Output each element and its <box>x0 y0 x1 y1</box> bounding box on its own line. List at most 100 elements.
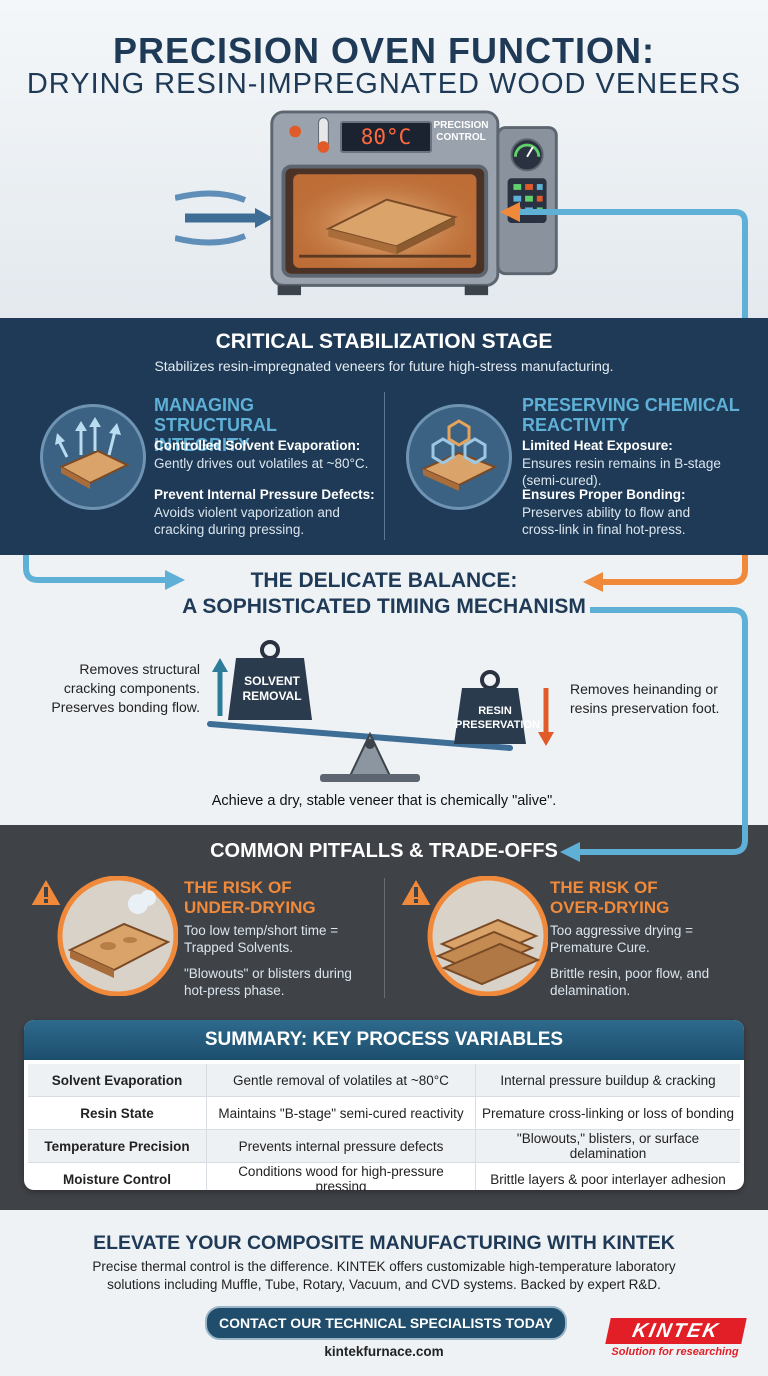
over-line1: Too aggressive drying = <box>550 923 693 938</box>
under-drying-effect: "Blowouts" or blisters during hot-press … <box>184 965 352 999</box>
table-cell-function: Prevents internal pressure defects <box>206 1129 476 1163</box>
summary-table: Solvent Evaporation Gentle removal of vo… <box>28 1064 740 1190</box>
over-drying-title: THE RISK OF OVER-DRYING <box>550 878 669 918</box>
balance-left-text: Removes structural cracking components. … <box>40 660 200 717</box>
solvent-evaporation-heading: Controlled Solvent Evaporation: <box>154 438 361 453</box>
under-line2: Trapped Solvents. <box>184 940 294 955</box>
table-cell-variable: Solvent Evaporation <box>28 1064 207 1097</box>
over-drying-effect: Brittle resin, poor flow, and delaminati… <box>550 965 709 999</box>
over-drying-cause: Too aggressive drying = Premature Cure. <box>550 922 693 956</box>
table-cell-variable: Moisture Control <box>28 1162 207 1190</box>
under-drying-cause: Too low temp/short time = Trapped Solven… <box>184 922 338 956</box>
balance-left-line2: cracking components. <box>63 680 200 696</box>
heat-airflow-arrows-left-icon <box>175 190 273 246</box>
page-title: PRECISION OVEN FUNCTION: <box>112 30 656 71</box>
contact-specialists-button[interactable]: CONTACT OUR TECHNICAL SPECIALISTS TODAY <box>205 1306 567 1340</box>
kintek-logo: KINTEK <box>605 1318 747 1344</box>
under-title-line1: THE RISK OF <box>184 878 292 897</box>
under-line1: Too low temp/short time = <box>184 923 339 938</box>
balance-left-line1: Removes structural <box>79 661 200 677</box>
veneer-evaporation-icon <box>40 404 146 510</box>
stabilization-title: CRITICAL STABILIZATION STAGE <box>215 330 553 353</box>
table-cell-risk: Premature cross-linking or loss of bondi… <box>475 1096 740 1130</box>
under-title-line2: UNDER-DRYING <box>184 898 316 917</box>
website-link[interactable]: kintekfurnace.com <box>324 1344 444 1359</box>
oven-label-line1: PRECISION <box>433 120 489 131</box>
molecule-veneer-icon <box>406 404 512 510</box>
weight-right-line2: PRESERVATION <box>455 719 540 731</box>
page-subtitle: DRYING RESIN-IMPREGNATED WOOD VENEERS <box>26 68 742 100</box>
chemical-title-line2: REACTIVITY <box>522 415 630 435</box>
proper-bonding-line2: cross-link in final hot-press. <box>522 522 686 537</box>
over-line2: Premature Cure. <box>550 940 650 955</box>
proper-bonding-line1: Preserves ability to flow and <box>522 505 691 520</box>
balance-right-line1: Removes heinanding or <box>570 681 718 697</box>
footer-line2: solutions including Muffle, Tube, Rotary… <box>107 1277 661 1292</box>
table-cell-variable: Resin State <box>28 1096 207 1130</box>
solvent-removal-weight-label: SOLVENT REMOVAL <box>236 674 308 704</box>
under-drying-warning-icon <box>28 876 178 996</box>
table-cell-risk: Internal pressure buildup & cracking <box>475 1064 740 1097</box>
pressure-defects-text: Avoids violent vaporization and cracking… <box>154 504 340 538</box>
footer-description: Precise thermal control is the differenc… <box>0 1258 768 1294</box>
summary-table-title: SUMMARY: KEY PROCESS VARIABLES <box>24 1020 744 1060</box>
pitfalls-title: COMMON PITFALLS & TRADE-OFFS <box>210 840 558 862</box>
resin-preservation-weight-label: RESIN PRESERVATION <box>455 704 540 732</box>
table-row: Temperature Precision Prevents internal … <box>28 1129 740 1163</box>
balance-title-line1: THE DELICATE BALANCE: <box>250 569 518 592</box>
structural-integrity-title: MANAGING STRUCTURAL INTEGRITY <box>154 395 379 455</box>
table-cell-risk: Brittle layers & poor interlayer adhesio… <box>475 1162 740 1190</box>
over-drying-warning-icon <box>398 876 548 996</box>
oven-label-line2: CONTROL <box>436 132 486 143</box>
pressure-defects-line1: Avoids violent vaporization and <box>154 505 340 520</box>
balance-right-line2: resins preservation foot. <box>570 700 720 716</box>
chemical-title-line1: PRESERVING CHEMICAL <box>522 395 740 415</box>
oven-illustration <box>270 110 558 296</box>
structural-title-line2: INTEGRITY <box>154 435 251 455</box>
over-title-line2: OVER-DRYING <box>550 898 670 917</box>
proper-bonding-heading: Ensures Proper Bonding: <box>522 487 686 502</box>
balance-caption: Achieve a dry, stable veneer that is che… <box>211 793 557 809</box>
summary-table-card: SUMMARY: KEY PROCESS VARIABLES Solvent E… <box>24 1020 744 1190</box>
kintek-tagline: Solution for researching <box>611 1346 739 1358</box>
heat-exposure-line2: (semi-cured). <box>522 473 602 488</box>
stabilization-subtitle: Stabilizes resin-impregnated veneers for… <box>154 358 614 374</box>
table-row: Moisture Control Conditions wood for hig… <box>28 1162 740 1190</box>
under-line3: "Blowouts" or blisters during <box>184 966 352 981</box>
footer-section <box>0 1210 768 1376</box>
footer-line1: Precise thermal control is the differenc… <box>92 1259 676 1274</box>
pressure-defects-line2: cracking during pressing. <box>154 522 305 537</box>
table-cell-variable: Temperature Precision <box>28 1129 207 1163</box>
under-line4: hot-press phase. <box>184 983 285 998</box>
footer-title: ELEVATE YOUR COMPOSITE MANUFACTURING WIT… <box>93 1232 675 1254</box>
proper-bonding-text: Preserves ability to flow and cross-link… <box>522 504 690 538</box>
table-row: Solvent Evaporation Gentle removal of vo… <box>28 1064 740 1097</box>
stabilization-divider <box>384 392 385 540</box>
under-drying-title: THE RISK OF UNDER-DRYING <box>184 878 316 918</box>
weight-left-line1: SOLVENT <box>244 674 300 688</box>
balance-title-line2: A SOPHISTICATED TIMING MECHANISM <box>182 595 586 618</box>
table-row: Resin State Maintains "B-stage" semi-cur… <box>28 1096 740 1130</box>
table-cell-function: Maintains "B-stage" semi-cured reactivit… <box>206 1096 476 1130</box>
oven-precision-label: PRECISION CONTROL <box>430 120 492 144</box>
heat-exposure-line1: Ensures resin remains in B-stage <box>522 456 721 471</box>
balance-left-line3: Preserves bonding flow. <box>51 699 200 715</box>
balance-right-text: Removes heinanding or resins preservatio… <box>570 680 760 718</box>
heat-exposure-text: Ensures resin remains in B-stage (semi-c… <box>522 455 721 489</box>
seesaw-balance-icon <box>207 640 554 782</box>
table-cell-function: Gentle removal of volatiles at ~80°C <box>206 1064 476 1097</box>
table-cell-function: Conditions wood for high-pressure pressi… <box>206 1162 476 1190</box>
table-cell-risk: "Blowouts," blisters, or surface delamin… <box>475 1129 740 1163</box>
structural-title-line1: MANAGING STRUCTURAL <box>154 395 277 435</box>
oven-temperature-display: 80°C <box>340 121 432 153</box>
pitfalls-divider <box>384 878 385 998</box>
weight-right-line1: RESIN <box>478 705 512 717</box>
solvent-evaporation-text: Gently drives out volatiles at ~80°C. <box>154 456 369 471</box>
over-line3: Brittle resin, poor flow, and <box>550 966 710 981</box>
pressure-defects-heading: Prevent Internal Pressure Defects: <box>154 487 375 502</box>
balance-title: THE DELICATE BALANCE: A SOPHISTICATED TI… <box>0 568 768 620</box>
over-title-line1: THE RISK OF <box>550 878 658 897</box>
over-line4: delamination. <box>550 983 631 998</box>
weight-left-line2: REMOVAL <box>242 689 302 703</box>
heat-exposure-heading: Limited Heat Exposure: <box>522 438 673 453</box>
